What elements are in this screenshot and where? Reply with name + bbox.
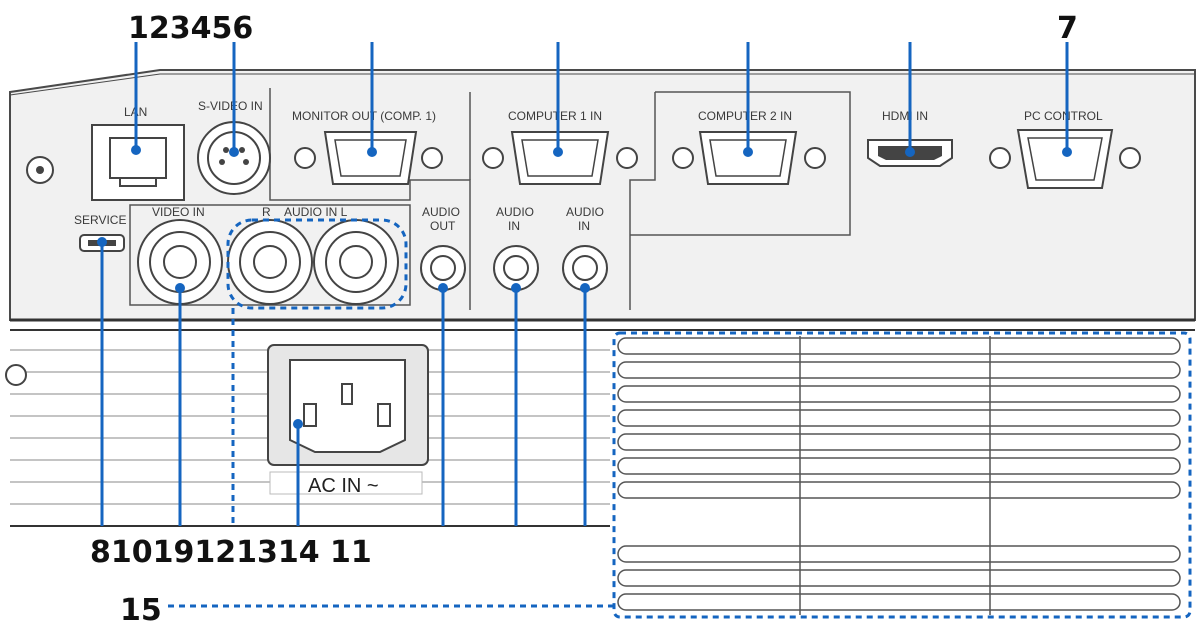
label-audio-in-b-1: AUDIO [566,205,604,219]
audio-in-dashed-outline [226,218,408,310]
callout-lines-top [131,42,1072,157]
audio-in-jack-a [493,245,539,291]
label-computer1-in: COMPUTER 1 IN [508,109,602,123]
label-s-video-in: S-VIDEO IN [198,99,263,113]
label-audio-in-a-2: IN [508,219,520,233]
computer-2-in-port [672,131,826,185]
lan-port [91,124,185,201]
monitor-out-port [294,131,443,185]
label-audio-out-1: AUDIO [422,205,460,219]
label-monitor-out: MONITOR OUT (COMP. 1) [292,109,436,123]
round-jack-left [26,156,54,184]
ac-inlet [267,344,429,495]
vent-grille [617,336,1181,615]
label-audio-out-2: OUT [430,219,456,233]
label-video-in: VIDEO IN [152,205,205,219]
s-video-port [197,121,271,195]
label-service: SERVICE [74,213,126,227]
screw-left [5,364,27,386]
label-hdmi-in: HDMI IN [882,109,928,123]
label-pc-control: PC CONTROL [1024,109,1103,123]
label-audio-in-lr: AUDIO IN L [284,205,348,219]
label-audio-in-a-1: AUDIO [496,205,534,219]
label-ac-in: AC IN ~ [308,475,379,497]
label-audio-in-b-2: IN [578,219,590,233]
callout-number-bottom: 81019121314 11 [90,535,372,570]
computer-1-in-port [482,131,638,185]
audio-out-jack [420,245,466,291]
audio-in-jack-b [562,245,608,291]
pc-control-port [989,129,1141,189]
label-audio-in-r: R [262,205,271,219]
callout-number-top-right: 7 [1057,11,1078,46]
vent-dashed-outline [612,331,1192,619]
callout-number-vent: 15 [120,593,162,623]
label-computer2-in: COMPUTER 2 IN [698,109,792,123]
callout-number-top-left: 123456 [128,11,253,46]
audio-in-l-jack [313,219,399,305]
audio-in-r-jack [227,219,313,305]
callout-lines-bottom [97,237,614,608]
